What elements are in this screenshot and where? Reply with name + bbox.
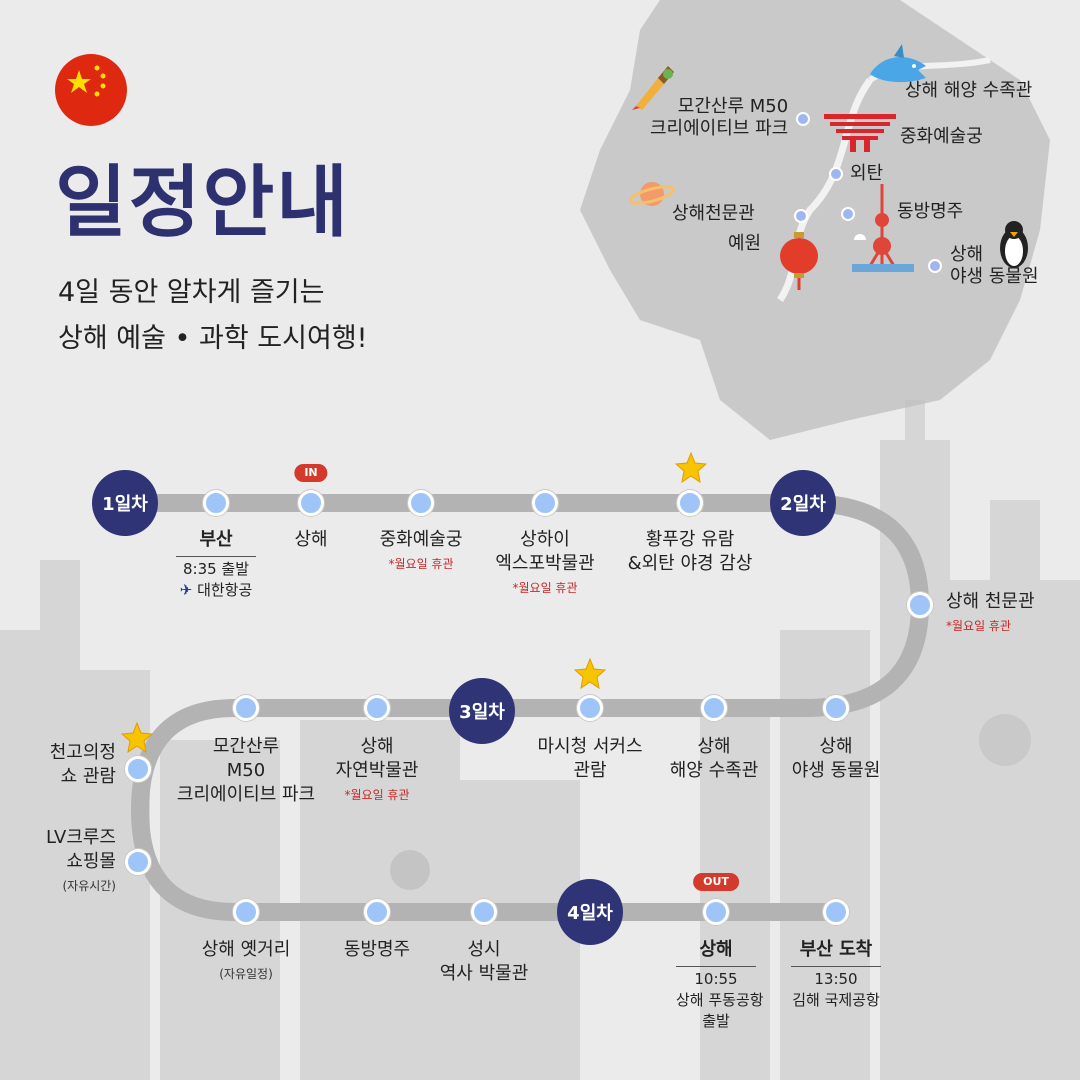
map-label-zoo: 상해 야생 동물원 [950, 244, 1039, 287]
day-2-marker: 2일차 [770, 470, 836, 536]
stop-label-lv: LV크루즈 쇼핑몰 (자유시간) [45, 827, 116, 893]
stop-dot-pearl [364, 899, 390, 925]
stop-label-circus: 마시청 서커스 관람 [537, 736, 643, 781]
stop-label-river: 황푸강 유람 &외탄 야경 감상 [627, 529, 753, 574]
map-dot-bund [829, 167, 843, 181]
divider [676, 966, 756, 967]
page-subtitle: 4일 동안 알차게 즐기는 상해 예술 • 과학 도시여행! [58, 270, 367, 362]
china-flag-icon [55, 54, 127, 126]
stop-label-history: 성시 역사 박물관 [439, 939, 529, 984]
stop-dot-zoo [823, 695, 849, 721]
stop-label-palace: 중화예술궁 *월요일 휴관 [379, 529, 463, 571]
stop-dot-river [677, 490, 703, 516]
map-label-palace: 중화예술궁 [900, 126, 983, 147]
stop-dot-planetarium [907, 592, 933, 618]
stop-dot-palace [408, 490, 434, 516]
map-dot-zoo [928, 259, 942, 273]
stop-dot-shanghai [298, 490, 324, 516]
stop-label-show: 천고의정 쇼 관람 [49, 742, 116, 787]
stop-label-depart: 상해 10:55 상해 푸동공항 출발 [676, 939, 764, 1030]
palace-icon [824, 114, 896, 152]
stop-label-planetarium: 상해 천문관 *월요일 휴관 [946, 591, 1035, 633]
out-badge: OUT [693, 873, 739, 891]
stop-label-oldstreet: 상해 옛거리 (자유일정) [201, 939, 291, 981]
subtitle-line-1: 4일 동안 알차게 즐기는 [58, 277, 325, 308]
map-label-bund: 외탄 [850, 163, 884, 184]
tower-icon [852, 184, 914, 272]
star-icon [574, 658, 606, 690]
map-dot-m50 [796, 112, 810, 126]
map-label-aquarium: 상해 해양 수족관 [905, 80, 1033, 101]
shark-icon [870, 44, 926, 83]
day-4-marker: 4일차 [557, 879, 623, 945]
saturn-icon [629, 182, 675, 206]
map-label-yuyuan: 예원 [728, 233, 762, 254]
map-dot-pearl [841, 207, 855, 221]
stop-dot-aquarium [701, 695, 727, 721]
stop-dot-depart [703, 899, 729, 925]
star-icon [121, 722, 153, 754]
stop-dot-busan [203, 490, 229, 516]
stop-dot-oldstreet [233, 899, 259, 925]
stop-label-nature: 상해 자연박물관 *월요일 휴관 [335, 736, 419, 802]
stop-dot-lv [125, 849, 151, 875]
star-icon [675, 452, 707, 484]
divider [791, 966, 881, 967]
day-3-marker: 3일차 [449, 678, 515, 744]
stop-dot-history [471, 899, 497, 925]
in-badge: IN [294, 464, 328, 482]
map-dot-planetarium [794, 209, 808, 223]
stop-label-expo: 상하이 엑스포박물관 *월요일 휴관 [495, 529, 595, 595]
stop-dot-arrive [823, 899, 849, 925]
airplane-icon: ✈ [179, 581, 193, 599]
day-1-marker: 1일차 [92, 470, 158, 536]
map-label-pearl: 동방명주 [897, 201, 964, 222]
subtitle-line-2: 상해 예술 • 과학 도시여행! [58, 323, 368, 354]
map-label-planetarium: 상해천문관 [672, 203, 755, 224]
stop-label-m50: 모간산루 M50 크리에이티브 파크 [176, 736, 316, 805]
page-title: 일정안내 [55, 158, 351, 248]
stop-label-aquarium: 상해 해양 수족관 [669, 736, 759, 781]
lantern-icon [780, 232, 818, 290]
stop-dot-circus [577, 695, 603, 721]
stop-label-shanghai: 상해 [294, 529, 328, 550]
stop-label-zoo: 상해 야생 동물원 [791, 736, 881, 781]
stop-dot-nature [364, 695, 390, 721]
penguin-icon [1000, 221, 1028, 268]
paintbrush-icon [632, 66, 674, 110]
map-label-m50: 모간산루 M50 크리에이티브 파크 [650, 96, 789, 139]
stop-dot-m50 [233, 695, 259, 721]
stop-dot-expo [532, 490, 558, 516]
stop-label-busan: 부산 8:35 출발 ✈ 대한항공 [176, 528, 256, 601]
divider [176, 556, 256, 557]
stop-dot-show [125, 756, 151, 782]
airline-row: ✈ 대한항공 [179, 581, 253, 599]
stop-label-arrive: 부산 도착 13:50 김해 국제공항 [791, 939, 881, 1009]
stop-label-pearl: 동방명주 [343, 939, 411, 960]
